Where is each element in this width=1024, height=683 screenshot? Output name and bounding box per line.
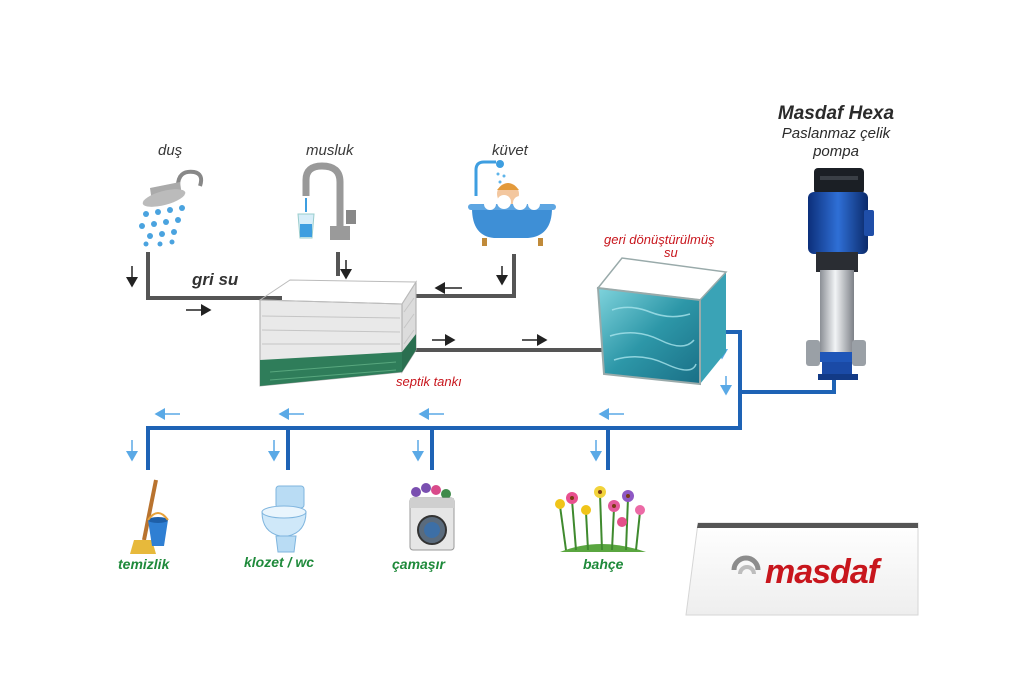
source-label-faucet: musluk [306, 142, 354, 159]
bathtub-icon [468, 160, 556, 246]
brand-logo-icon [731, 555, 761, 575]
faucet-icon [297, 162, 356, 240]
toilet-icon [261, 485, 307, 553]
shower-icon [139, 169, 204, 247]
brand-card [685, 522, 919, 616]
use-label-laundry: çamaşır [392, 556, 445, 572]
brand-name: masdaf [765, 553, 879, 591]
grey-water-pipes [146, 252, 602, 352]
mop-bucket-icon [130, 479, 169, 554]
septic-tank [258, 279, 417, 387]
use-label-cleaning: temizlik [118, 556, 170, 572]
recycled-water-label-1: geri dönüştürülmüş [604, 232, 715, 247]
septic-tank-label: septik tankı [396, 374, 462, 389]
pump-title: Masdaf Hexa [777, 103, 895, 124]
flow-arrows-black [126, 260, 548, 346]
pump-subtitle-2: pompa [813, 143, 859, 160]
grey-water-label: gri su [192, 270, 239, 289]
use-label-toilet: klozet / wc [244, 554, 315, 570]
pump-icon [806, 168, 874, 380]
source-label-shower: duş [158, 142, 183, 159]
pump-subtitle-1: Paslanmaz çelik [781, 125, 891, 142]
flowers-icon [555, 486, 646, 552]
use-label-garden: bahçe [583, 556, 624, 572]
recycled-water-label-2: su [664, 245, 678, 260]
recycled-water-tank [596, 257, 728, 386]
washing-machine-icon [409, 483, 455, 551]
source-label-bathtub: küvet [492, 142, 528, 159]
recycled-water-pipes [146, 330, 836, 470]
